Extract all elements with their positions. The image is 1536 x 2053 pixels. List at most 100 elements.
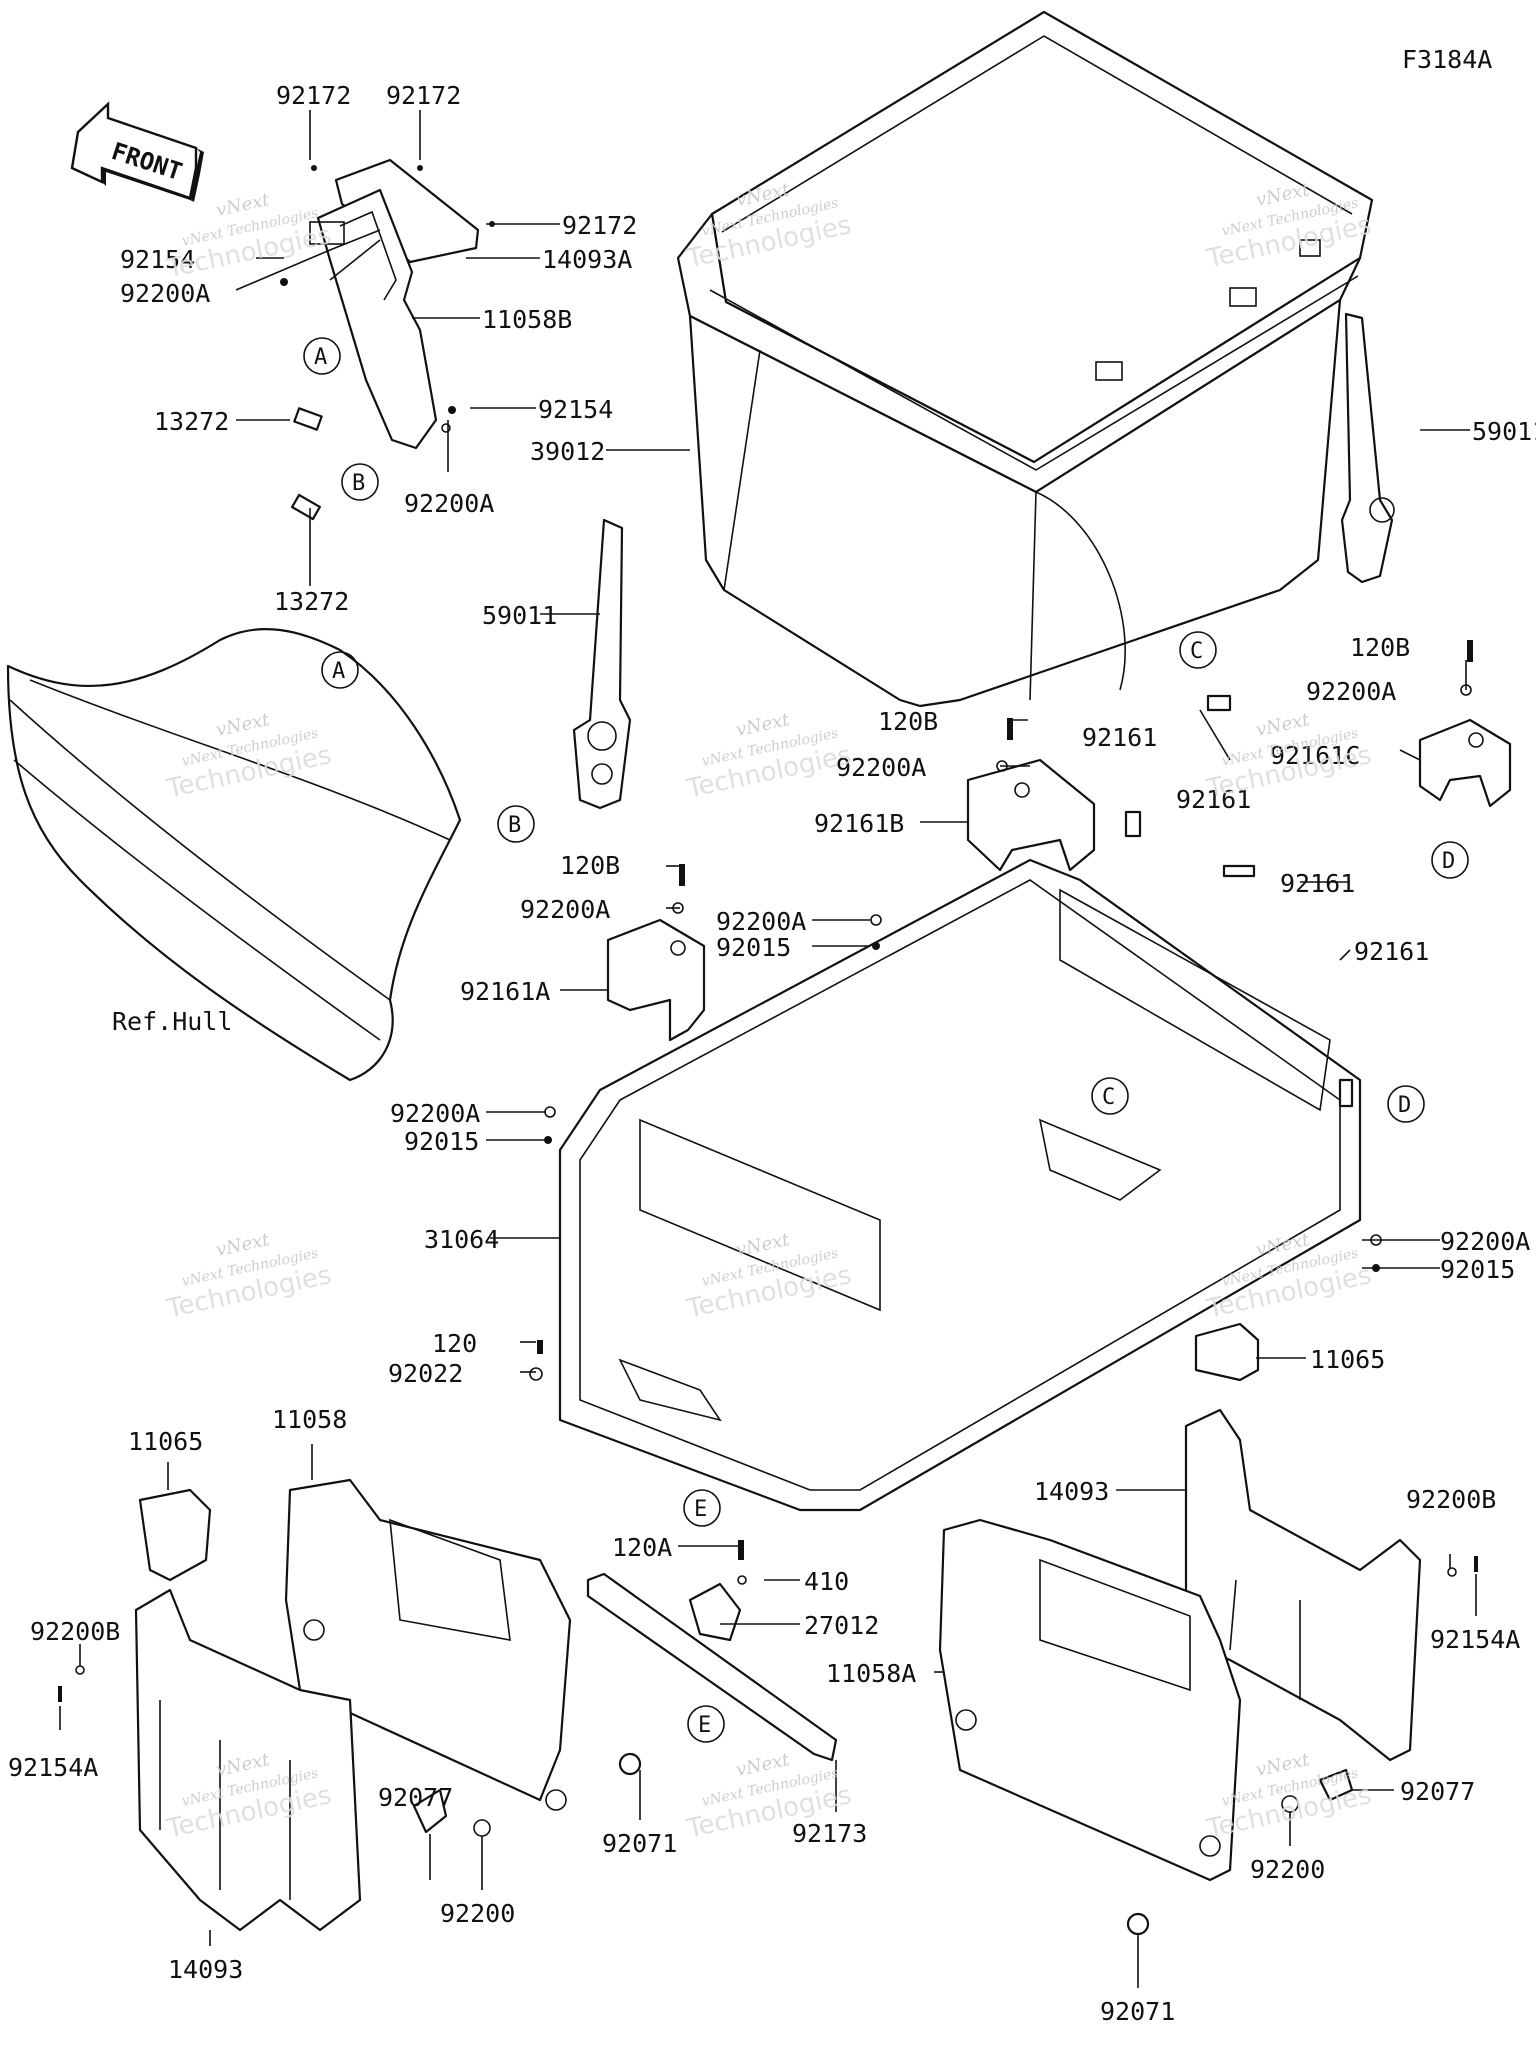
part-label: 92200: [440, 1899, 515, 1928]
part-label: 39012: [530, 437, 605, 466]
part-label: 92071: [602, 1829, 677, 1858]
part-label: 92161B: [814, 809, 904, 838]
svg-text:B: B: [508, 813, 521, 838]
part-label: 120B: [560, 851, 620, 880]
reference-hull-label: Ref.Hull: [112, 1007, 232, 1036]
svg-text:E: E: [698, 1713, 711, 1738]
svg-text:C: C: [1102, 1085, 1115, 1110]
callout-d-top: D: [1431, 841, 1469, 879]
reference-hull: [6, 628, 462, 1082]
part-label: 92022: [388, 1359, 463, 1388]
rail: [586, 1572, 838, 1762]
part-label: 11065: [1310, 1345, 1385, 1374]
part-label: 92161: [1354, 937, 1429, 966]
callout-a-hull: A: [321, 651, 359, 689]
mount-block-92161c: [1418, 718, 1512, 808]
part-label: 92200A: [1306, 677, 1396, 706]
part-label: 92200B: [1406, 1485, 1496, 1514]
leader-lines: [59, 110, 1477, 1988]
part-label: 92200A: [390, 1099, 480, 1128]
part-label: 92015: [1440, 1255, 1515, 1284]
part-label: 92173: [792, 1819, 867, 1848]
bumper-right: [1194, 1322, 1260, 1382]
part-label: 13272: [274, 587, 349, 616]
cover-left: [284, 1478, 572, 1811]
part-label: 92200A: [520, 895, 610, 924]
holder-right: [1184, 1408, 1422, 1762]
svg-text:B: B: [352, 471, 365, 496]
part-label: 14093: [168, 1955, 243, 1984]
part-label: 92161A: [460, 977, 550, 1006]
callout-e-bottom: E: [687, 1705, 725, 1743]
part-label: 92161C: [1270, 741, 1360, 770]
part-label: 59011: [482, 601, 557, 630]
part-label: 120B: [1350, 633, 1410, 662]
part-label: 92200A: [836, 753, 926, 782]
tie-down: [688, 1582, 742, 1642]
part-label: 14093: [1034, 1477, 1109, 1506]
part-label: 92154A: [8, 1753, 98, 1782]
part-label: 13272: [154, 407, 229, 436]
callouts: A B A B C D C D E E: [303, 337, 1469, 1743]
part-label: 59011: [1472, 417, 1536, 446]
front-arrow-icon: FRONT: [70, 101, 204, 202]
callout-c-frame: C: [1091, 1077, 1129, 1115]
handle-right: [1340, 312, 1395, 584]
callout-c-top: C: [1179, 631, 1217, 669]
callout-b-bracket: B: [341, 463, 379, 501]
part-label: 92172: [386, 81, 461, 110]
part-label: 92161: [1176, 785, 1251, 814]
svg-text:D: D: [1442, 849, 1455, 874]
part-label: 11065: [128, 1427, 203, 1456]
part-label: 92172: [562, 211, 637, 240]
part-label: 120A: [612, 1533, 672, 1562]
part-label: 14093A: [542, 245, 632, 274]
part-label: 92161: [1082, 723, 1157, 752]
part-label: 92161: [1280, 869, 1355, 898]
mount-block-92161b: [966, 758, 1096, 872]
part-label: 120: [432, 1329, 477, 1358]
part-label: 31064: [424, 1225, 499, 1254]
part-label: 92077: [378, 1783, 453, 1812]
storage-bin: [676, 10, 1374, 708]
svg-text:E: E: [694, 1497, 707, 1522]
part-label: 27012: [804, 1611, 879, 1640]
frame: [558, 858, 1362, 1512]
bracket-assembly: [280, 158, 495, 521]
part-label: 92200A: [1440, 1227, 1530, 1256]
part-label: 92200B: [30, 1617, 120, 1646]
cover-right: [938, 1518, 1242, 1882]
part-label: 410: [804, 1567, 849, 1596]
part-label: 92172: [276, 81, 351, 110]
hardware-bolts: [58, 640, 1478, 1936]
svg-text:C: C: [1190, 639, 1203, 664]
part-label: 11058A: [826, 1659, 916, 1688]
mount-block-92161a: [606, 918, 706, 1042]
part-label: 92200A: [404, 489, 494, 518]
svg-text:D: D: [1398, 1093, 1411, 1118]
callout-a-bracket: A: [303, 337, 341, 375]
holder-left: [134, 1588, 362, 1932]
part-labels: 92172 92172 92172 14093A 92154 92200A 11…: [8, 81, 1536, 2026]
part-label: 92077: [1400, 1777, 1475, 1806]
part-label: 92200A: [120, 279, 210, 308]
bumper-left: [138, 1488, 212, 1582]
part-label: 92200: [1250, 1855, 1325, 1884]
part-label: 92015: [716, 933, 791, 962]
diagram-id: F3184A: [1402, 45, 1492, 74]
callout-b-hull: B: [497, 805, 535, 843]
handle-left: [572, 518, 632, 810]
part-label: 120B: [878, 707, 938, 736]
part-label: 92015: [404, 1127, 479, 1156]
part-label: 92154: [120, 245, 195, 274]
part-label: 92200A: [716, 907, 806, 936]
svg-text:A: A: [314, 345, 327, 370]
callout-e-frame: E: [683, 1489, 721, 1527]
part-label: 92154A: [1430, 1625, 1520, 1654]
part-label: 11058B: [482, 305, 572, 334]
part-label: 92154: [538, 395, 613, 424]
part-label: 92071: [1100, 1997, 1175, 2026]
callout-d-frame: D: [1387, 1085, 1425, 1123]
svg-text:A: A: [332, 659, 345, 684]
